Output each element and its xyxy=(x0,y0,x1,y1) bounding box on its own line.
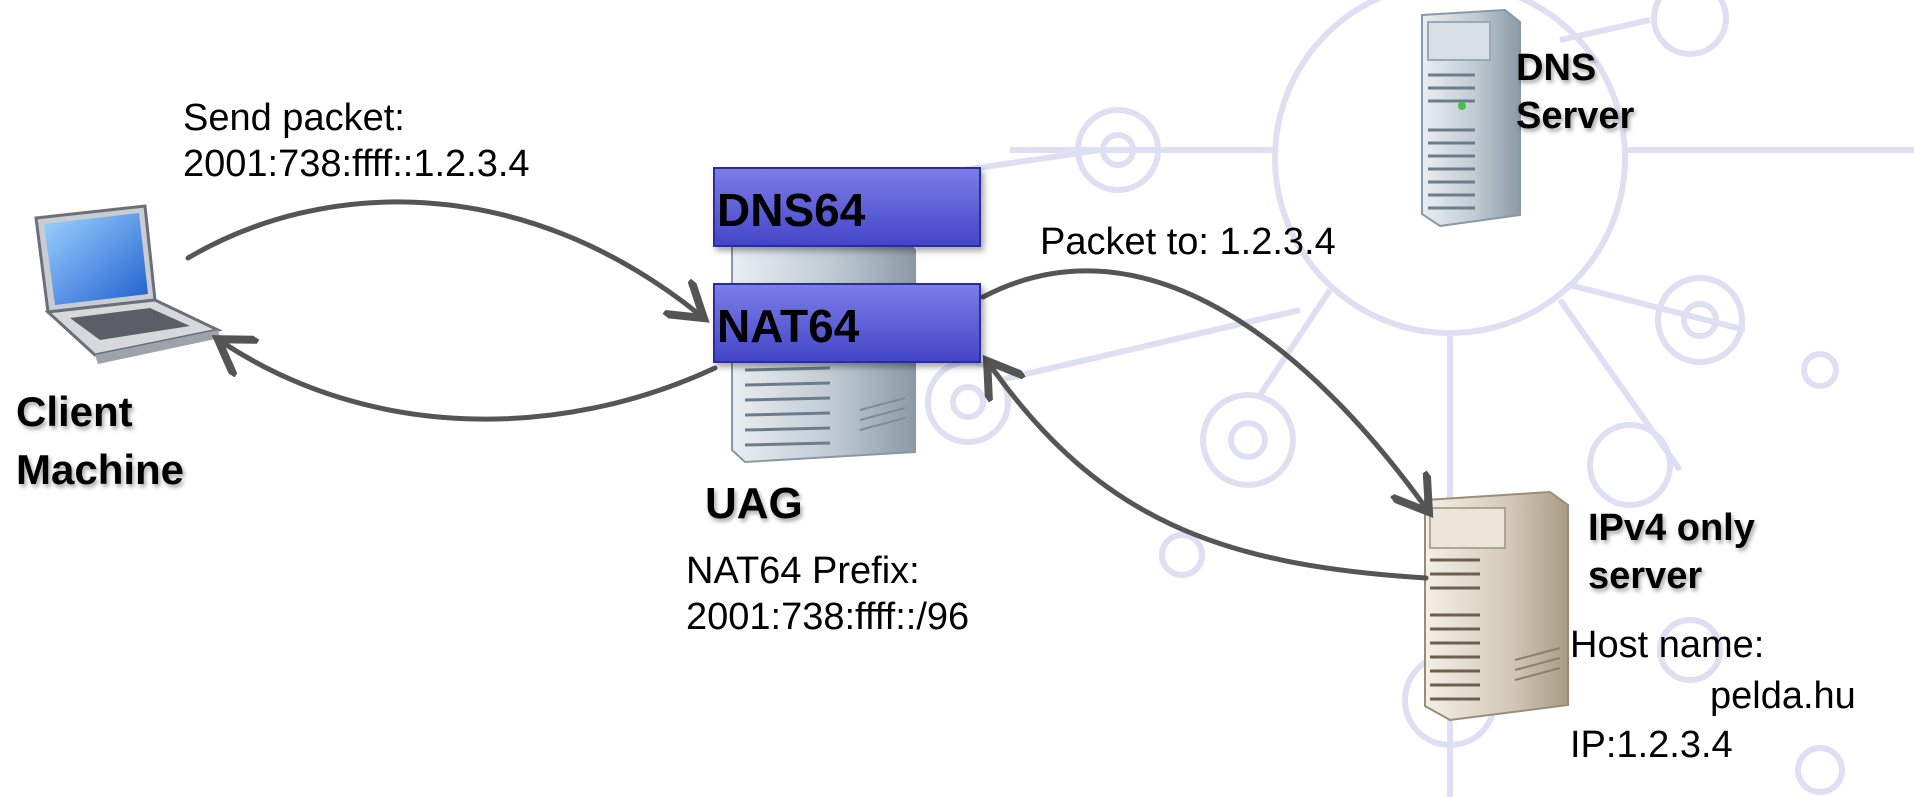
ipv4-line2: server xyxy=(1588,555,1703,597)
dns-server-icon xyxy=(1421,8,1521,228)
ipv4-server-label: IPv4 only server xyxy=(1588,504,1755,600)
host-name-label: Host name: xyxy=(1570,624,1765,666)
arrow-client-to-nat64 xyxy=(185,199,700,315)
uag-label: UAG xyxy=(705,479,803,528)
client-line1: Client xyxy=(16,388,133,435)
nat64-prefix-value: 2001:738:ffff::/96 xyxy=(686,596,970,638)
arrow-nat64-to-ipv4-server xyxy=(980,268,1426,508)
packet-to-label: Packet to: 1.2.3.4 xyxy=(1040,221,1336,263)
ipv4-line1: IPv4 only xyxy=(1588,507,1755,549)
nat64-prefix-label: NAT64 Prefix: 2001:738:ffff::/96 xyxy=(686,548,969,640)
arrow-ipv4-server-to-nat64 xyxy=(990,365,1429,581)
send-packet-address: 2001:738:ffff::1.2.3.4 xyxy=(183,143,530,185)
client-line2: Machine xyxy=(16,446,185,493)
ip-value: IP:1.2.3.4 xyxy=(1570,724,1733,766)
dns-server-line1: DNS xyxy=(1516,47,1597,89)
host-name-value: pelda.hu xyxy=(1710,675,1856,717)
ipv4-server-icon xyxy=(1424,490,1569,722)
send-packet-label: Send packet: 2001:738:ffff::1.2.3.4 xyxy=(183,95,530,187)
nat64-prefix-line1: NAT64 Prefix: xyxy=(686,550,920,592)
nat64-box: NAT64 xyxy=(713,283,981,363)
dns-server-label: DNS Server xyxy=(1516,44,1634,140)
dns64-label: DNS64 xyxy=(717,184,866,236)
arrow-nat64-to-client xyxy=(222,342,718,422)
laptop-icon xyxy=(34,204,223,364)
nat64-label: NAT64 xyxy=(717,300,860,352)
dns64-box: DNS64 xyxy=(713,167,981,247)
background-network-decoration xyxy=(759,0,1914,797)
client-machine-label: Client Machine xyxy=(16,383,184,499)
dns-server-line2: Server xyxy=(1516,95,1635,137)
send-packet-line1: Send packet: xyxy=(183,97,405,139)
